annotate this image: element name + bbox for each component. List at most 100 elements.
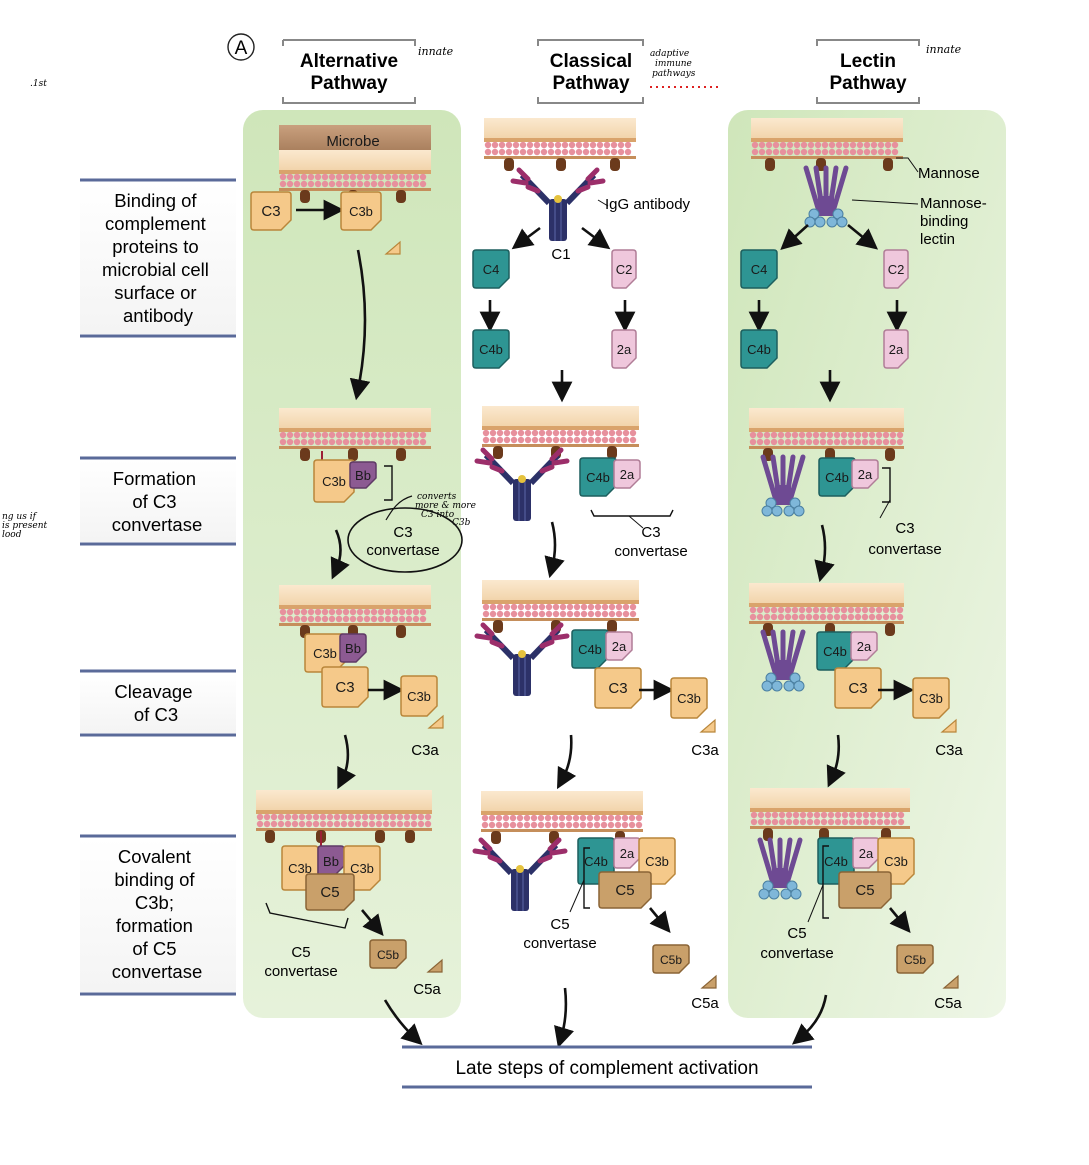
alt-membrane-3-bead-top	[370, 608, 378, 616]
lec-membrane-1-bead-bottom	[800, 148, 808, 156]
lec-c5-convertase-label-1: C5	[787, 925, 806, 942]
lec-membrane-3-bead-top	[770, 606, 778, 614]
alt-membrane-4-bead-bottom	[312, 820, 320, 828]
lec-membrane-4-bead-top	[897, 811, 905, 819]
annotation-lectin-innate: innate	[926, 43, 962, 56]
cls-membrane-1-stalk	[504, 158, 514, 171]
cls-c5conv-leader	[569, 879, 585, 913]
cls-membrane-4-bead-top	[551, 814, 559, 822]
cls-membrane-4-bead-bottom	[621, 821, 629, 829]
cls-arrow-c1-c4	[511, 226, 541, 250]
annotation-top-left: .1st	[30, 79, 47, 89]
cls-membrane-2-bead-bottom	[594, 436, 602, 444]
alt-c5a-frag	[426, 958, 443, 973]
alt-membrane-3-bead-top	[349, 608, 357, 616]
lec-membrane-1-outer	[751, 118, 903, 140]
alt-c3-1-shape	[250, 191, 292, 231]
lec-membrane-1-bead-bottom	[863, 148, 871, 156]
cls-membrane-4-bead-top	[544, 814, 552, 822]
alt-c3b-3: C3b	[304, 633, 346, 673]
alt-membrane-3-bead-bottom	[356, 615, 364, 623]
lec-membrane-4-bead-top	[876, 811, 884, 819]
cls-membrane-3-bead-top	[629, 603, 637, 611]
cls-membrane-3-stalk	[493, 620, 503, 633]
lec-membrane-1-bead-bottom	[758, 148, 766, 156]
lec-membrane-2-bead-bottom	[763, 438, 771, 446]
alt-membrane-2	[279, 408, 431, 461]
lec-c4b-4-label: C4b	[824, 854, 848, 869]
lec-membrane-1-bead-top	[877, 141, 885, 149]
cls-membrane-1-outer	[484, 118, 636, 140]
lec-membrane-2-stalk	[885, 448, 895, 461]
lec-mbl-2-sphere	[761, 505, 773, 517]
lec-2a-3-label: 2a	[857, 639, 872, 654]
alt-membrane-2-bead-bottom	[398, 438, 406, 446]
cls-membrane-1-bead-top	[582, 141, 590, 149]
lec-membrane-4-bead-top	[848, 811, 856, 819]
alt-membrane-2-bead-top	[293, 431, 301, 439]
lec-c5a-frag	[942, 974, 959, 989]
lec-membrane-3-bead-bottom	[756, 613, 764, 621]
cls-c2: C2	[611, 249, 637, 289]
lec-membrane-2-bead-bottom	[896, 438, 904, 446]
lec-membrane-4-bead-bottom	[869, 818, 877, 826]
alt-membrane-4-bead-top	[347, 813, 355, 821]
alt-membrane-4-line	[256, 810, 432, 814]
cls-c4-shape	[472, 249, 510, 289]
alt-membrane-1-bead-bottom	[321, 180, 329, 188]
handwritten-annotations: .1st innate adaptive immune pathways inn…	[2, 43, 962, 573]
lec-membrane-4-bead-bottom	[862, 818, 870, 826]
cls-c3-3: C3	[594, 667, 642, 709]
cls-membrane-3-bead-top	[601, 603, 609, 611]
cls-c4b-3: C4b	[571, 629, 609, 669]
cls-membrane-4-base	[481, 829, 643, 832]
alt-membrane-1-bead-bottom	[342, 180, 350, 188]
lec-membrane-3-bead-top	[861, 606, 869, 614]
lec-membrane-4-base	[750, 826, 910, 829]
cls-c5-convertase-label-2: convertase	[523, 935, 596, 952]
alt-bb-3-label: Bb	[345, 641, 361, 656]
cls-membrane-2-bead-top	[587, 429, 595, 437]
alt-membrane-2-bead-bottom	[349, 438, 357, 446]
alt-membrane-1-bead-top	[384, 173, 392, 181]
alt-membrane-3-bead-top	[321, 608, 329, 616]
cls-membrane-3-bead-top	[510, 603, 518, 611]
step-box-covalent-binding: Covalent binding of C3b; formation of C5…	[80, 834, 236, 996]
alt-membrane-2-bead-top	[412, 431, 420, 439]
cls-membrane-4-bead-bottom	[523, 821, 531, 829]
step-binding-text: Binding of complement proteins to microb…	[102, 190, 214, 326]
cls-membrane-3-bead-top	[524, 603, 532, 611]
lec-membrane-1-bead-top	[821, 141, 829, 149]
cls-membrane-1-bead-top	[526, 141, 534, 149]
lec-membrane-2-bead-bottom	[777, 438, 785, 446]
cls-membrane-4-outer	[481, 791, 643, 813]
alt-c3a-frag-1	[384, 240, 401, 255]
cls-membrane-2-stalk	[607, 446, 617, 459]
cls-membrane-2-bead-bottom	[496, 436, 504, 444]
cls-membrane-3-bead-top	[517, 603, 525, 611]
alt-c3-1-label: C3	[261, 203, 280, 220]
lec-arrow-late	[791, 994, 828, 1045]
lec-membrane-1-bead-bottom	[772, 148, 780, 156]
cls-membrane-4-bead-bottom	[607, 821, 615, 829]
lec-membrane-4-bead-top	[806, 811, 814, 819]
lec-c4b-3-label: C4b	[823, 644, 847, 659]
lec-membrane-2-bead-top	[798, 431, 806, 439]
lec-membrane-2-bead-top	[861, 431, 869, 439]
cls-membrane-3-bead-bottom	[552, 610, 560, 618]
cls-membrane-1-bead-top	[568, 141, 576, 149]
lec-membrane-2-bead-top	[868, 431, 876, 439]
alt-membrane-2-line	[279, 428, 431, 432]
cls-membrane-3-bead-top	[559, 603, 567, 611]
lec-2a-2-label: 2a	[858, 467, 873, 482]
alt-membrane-2-bead-bottom	[342, 438, 350, 446]
lec-membrane-2-bead-bottom	[749, 438, 757, 446]
alt-membrane-2-bead-bottom	[384, 438, 392, 446]
cls-membrane-3-bead-bottom	[545, 610, 553, 618]
lec-membrane-4-bead-bottom	[764, 818, 772, 826]
alt-membrane-3-bead-top	[314, 608, 322, 616]
lec-membrane-3-bead-bottom	[854, 613, 862, 621]
cls-membrane-1-stalk	[610, 158, 620, 171]
cls-membrane-4-bead-bottom	[558, 821, 566, 829]
alt-membrane-2-bead-bottom	[405, 438, 413, 446]
